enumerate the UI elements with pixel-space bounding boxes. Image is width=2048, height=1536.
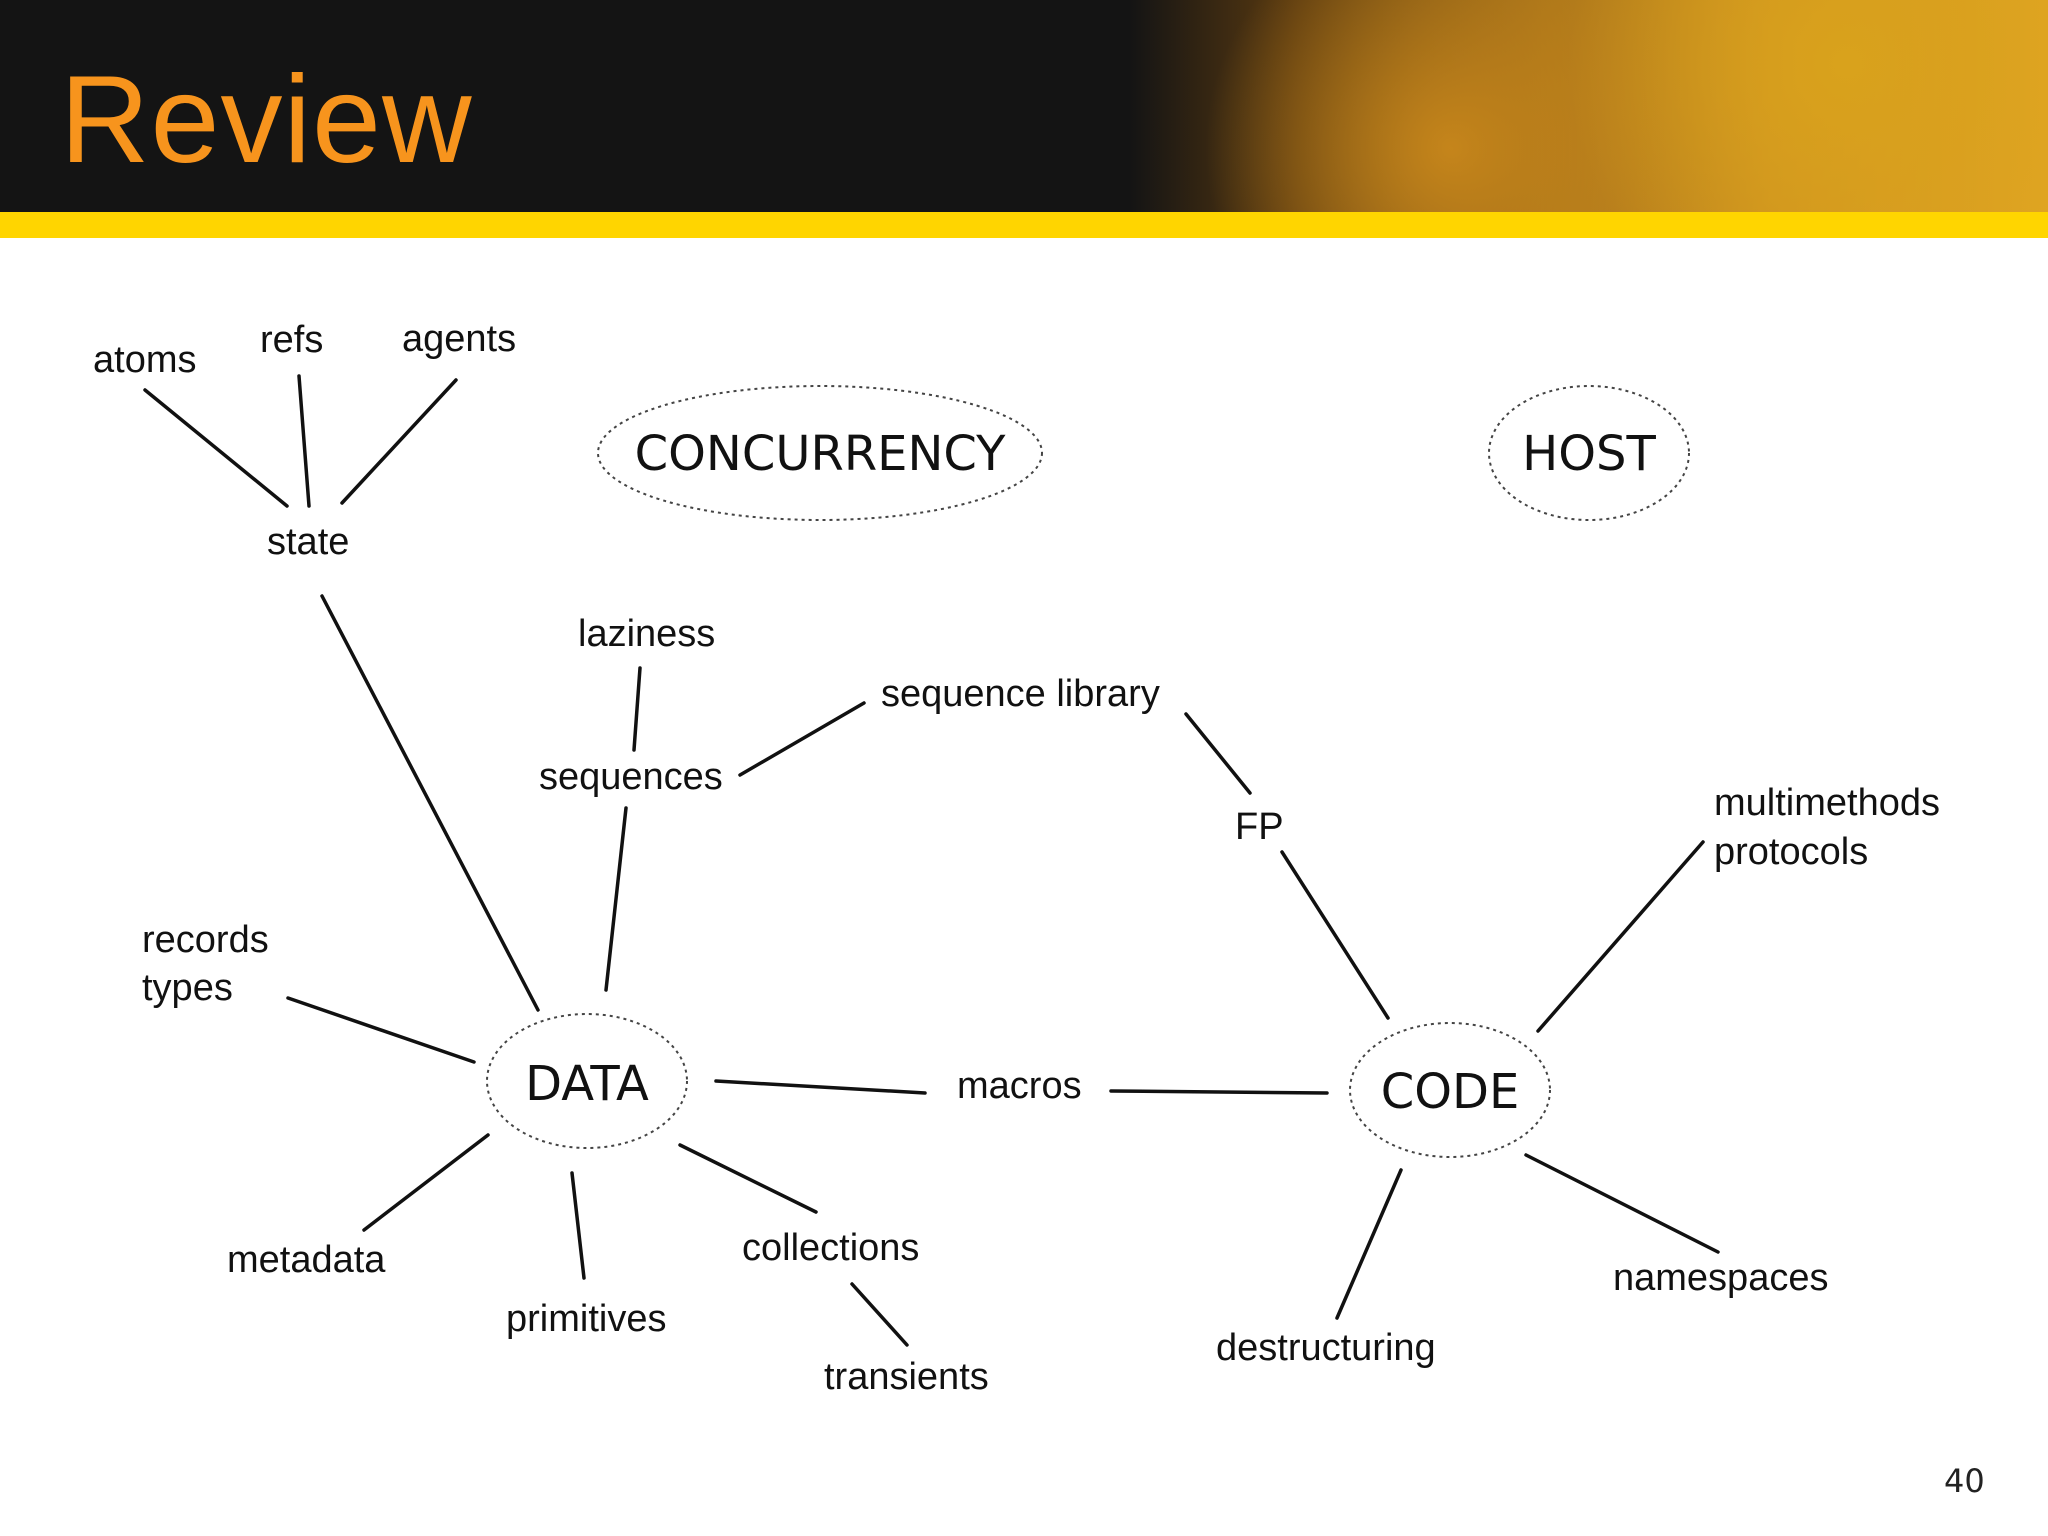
node-records: records [142,919,269,961]
edge-records-data [286,996,476,1064]
node-metadata: metadata [227,1239,386,1281]
edge-data-primitives [570,1171,586,1280]
node-sequence-library: sequence library [881,673,1160,715]
edge-state-data [320,594,540,1012]
node-refs: refs [260,319,323,361]
edge-macros-code [1109,1089,1329,1095]
node-protocols: protocols [1714,831,1868,873]
edge-data-macros [714,1079,927,1095]
node-primitives: primitives [506,1298,666,1340]
edge-data-metadata [362,1133,490,1232]
node-collections: collections [742,1227,919,1269]
data-ellipse [486,1013,688,1149]
node-namespaces: namespaces [1613,1257,1828,1299]
header-accent-bar [0,212,2048,238]
hub-code: CODE [1381,1064,1520,1120]
node-fp: FP [1235,806,1284,848]
edge-multimethods-code [1536,840,1705,1033]
node-types: types [142,967,233,1009]
edge-agents-state [340,378,458,505]
node-atoms: atoms [93,339,196,381]
edge-sequences-data [604,806,628,992]
edge-seqlib-fp [1184,712,1252,795]
node-state: state [267,521,349,563]
node-multimethods: multimethods [1714,782,1940,824]
page-number: 40 [1944,1462,1985,1500]
hub-host: HOST [1522,426,1656,482]
slide-title: Review [60,51,473,189]
edges [143,374,1720,1347]
host-ellipse [1488,385,1690,521]
slide-header: Review [0,0,2048,212]
edge-code-destructuring [1335,1168,1403,1320]
node-agents: agents [402,318,516,360]
edge-collections-transients [850,1282,909,1347]
concurrency-ellipse [597,385,1043,521]
node-sequences: sequences [539,756,723,798]
hub-concurrency: CONCURRENCY [635,426,1006,482]
edge-refs-state [297,374,311,508]
edge-laziness-sequences [632,666,642,752]
edge-sequences-seqlib [738,701,866,777]
node-transients: transients [824,1356,989,1398]
node-macros: macros [957,1065,1082,1107]
hub-data: DATA [525,1056,649,1112]
edge-atoms-state [143,388,289,508]
edge-code-namespaces [1524,1153,1720,1254]
node-destructuring: destructuring [1216,1327,1436,1369]
edge-data-collections [678,1143,818,1214]
edge-fp-code [1280,850,1390,1020]
header-banner-image [1130,0,2048,212]
code-ellipse [1349,1022,1551,1158]
node-laziness: laziness [578,613,715,655]
